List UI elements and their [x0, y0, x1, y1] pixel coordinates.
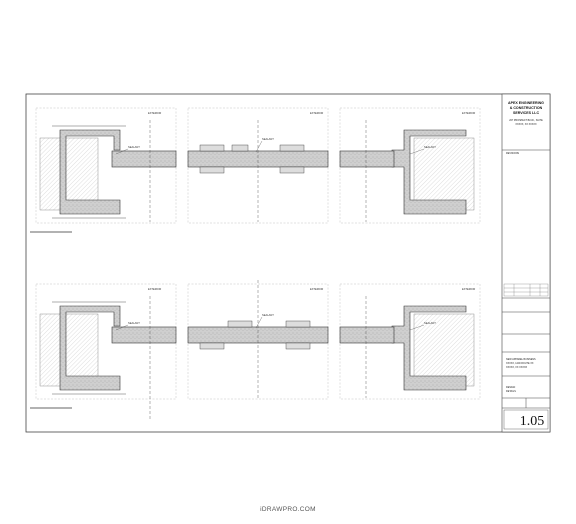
- detail-label: SEALANT: [262, 137, 274, 141]
- detail-label: SEALANT: [424, 145, 436, 149]
- detail-tag: EXTERIOR: [462, 111, 475, 115]
- detail-bot-right: EXTERIOR SEALANT: [339, 283, 481, 400]
- title-block: APEX ENGINEERING & CONSTRUCTION SERVICES…: [501, 93, 551, 433]
- drawing-line-2: DETAILS: [506, 390, 516, 393]
- sheet-number: 1.05: [520, 414, 545, 429]
- detail-top-mid: EXTERIOR SEALANT: [187, 107, 329, 224]
- detail-label: SEALANT: [424, 321, 436, 325]
- detail-top-right: EXTERIOR SEALANT: [339, 107, 481, 224]
- detail-tag: EXTERIOR: [148, 287, 161, 291]
- detail-tag: EXTERIOR: [462, 287, 475, 291]
- address-line-1: 207 PROSPECT BLVD., SUITE: [509, 119, 543, 122]
- detail-bot-mid: EXTERIOR SEALANT: [187, 280, 329, 400]
- project-line-2: XXXXX, 1200 ROUTE XX: [506, 362, 534, 365]
- revisions-label: REVISIONS: [506, 152, 519, 155]
- detail-label: SEALANT: [128, 145, 140, 149]
- revision-table: [503, 283, 549, 297]
- detail-tag: EXTERIOR: [310, 111, 323, 115]
- drawing-line-1: DESIGN: [506, 386, 515, 389]
- detail-label: SEALANT: [128, 321, 140, 325]
- project-line-3: XXXXX, XX XXXXX: [506, 366, 528, 369]
- detail-label: SEALANT: [262, 313, 274, 317]
- company-line-2: & CONSTRUCTION: [510, 106, 543, 110]
- detail-tag: EXTERIOR: [310, 287, 323, 291]
- watermark-text: iDRAWPRO.COM: [260, 506, 316, 513]
- company-line-3: SERVICES LLC: [513, 111, 539, 115]
- detail-tag: EXTERIOR: [148, 111, 161, 115]
- project-line-1: NEW APPAREL BUSINESS: [506, 358, 536, 361]
- company-line-1: APEX ENGINEERING: [508, 101, 544, 105]
- detail-bot-left: EXTERIOR SEALANT: [30, 283, 177, 420]
- address-line-2: XXXXX, XX XXXXX: [515, 123, 537, 126]
- detail-top-left: EXTERIOR SEALANT: [30, 107, 177, 233]
